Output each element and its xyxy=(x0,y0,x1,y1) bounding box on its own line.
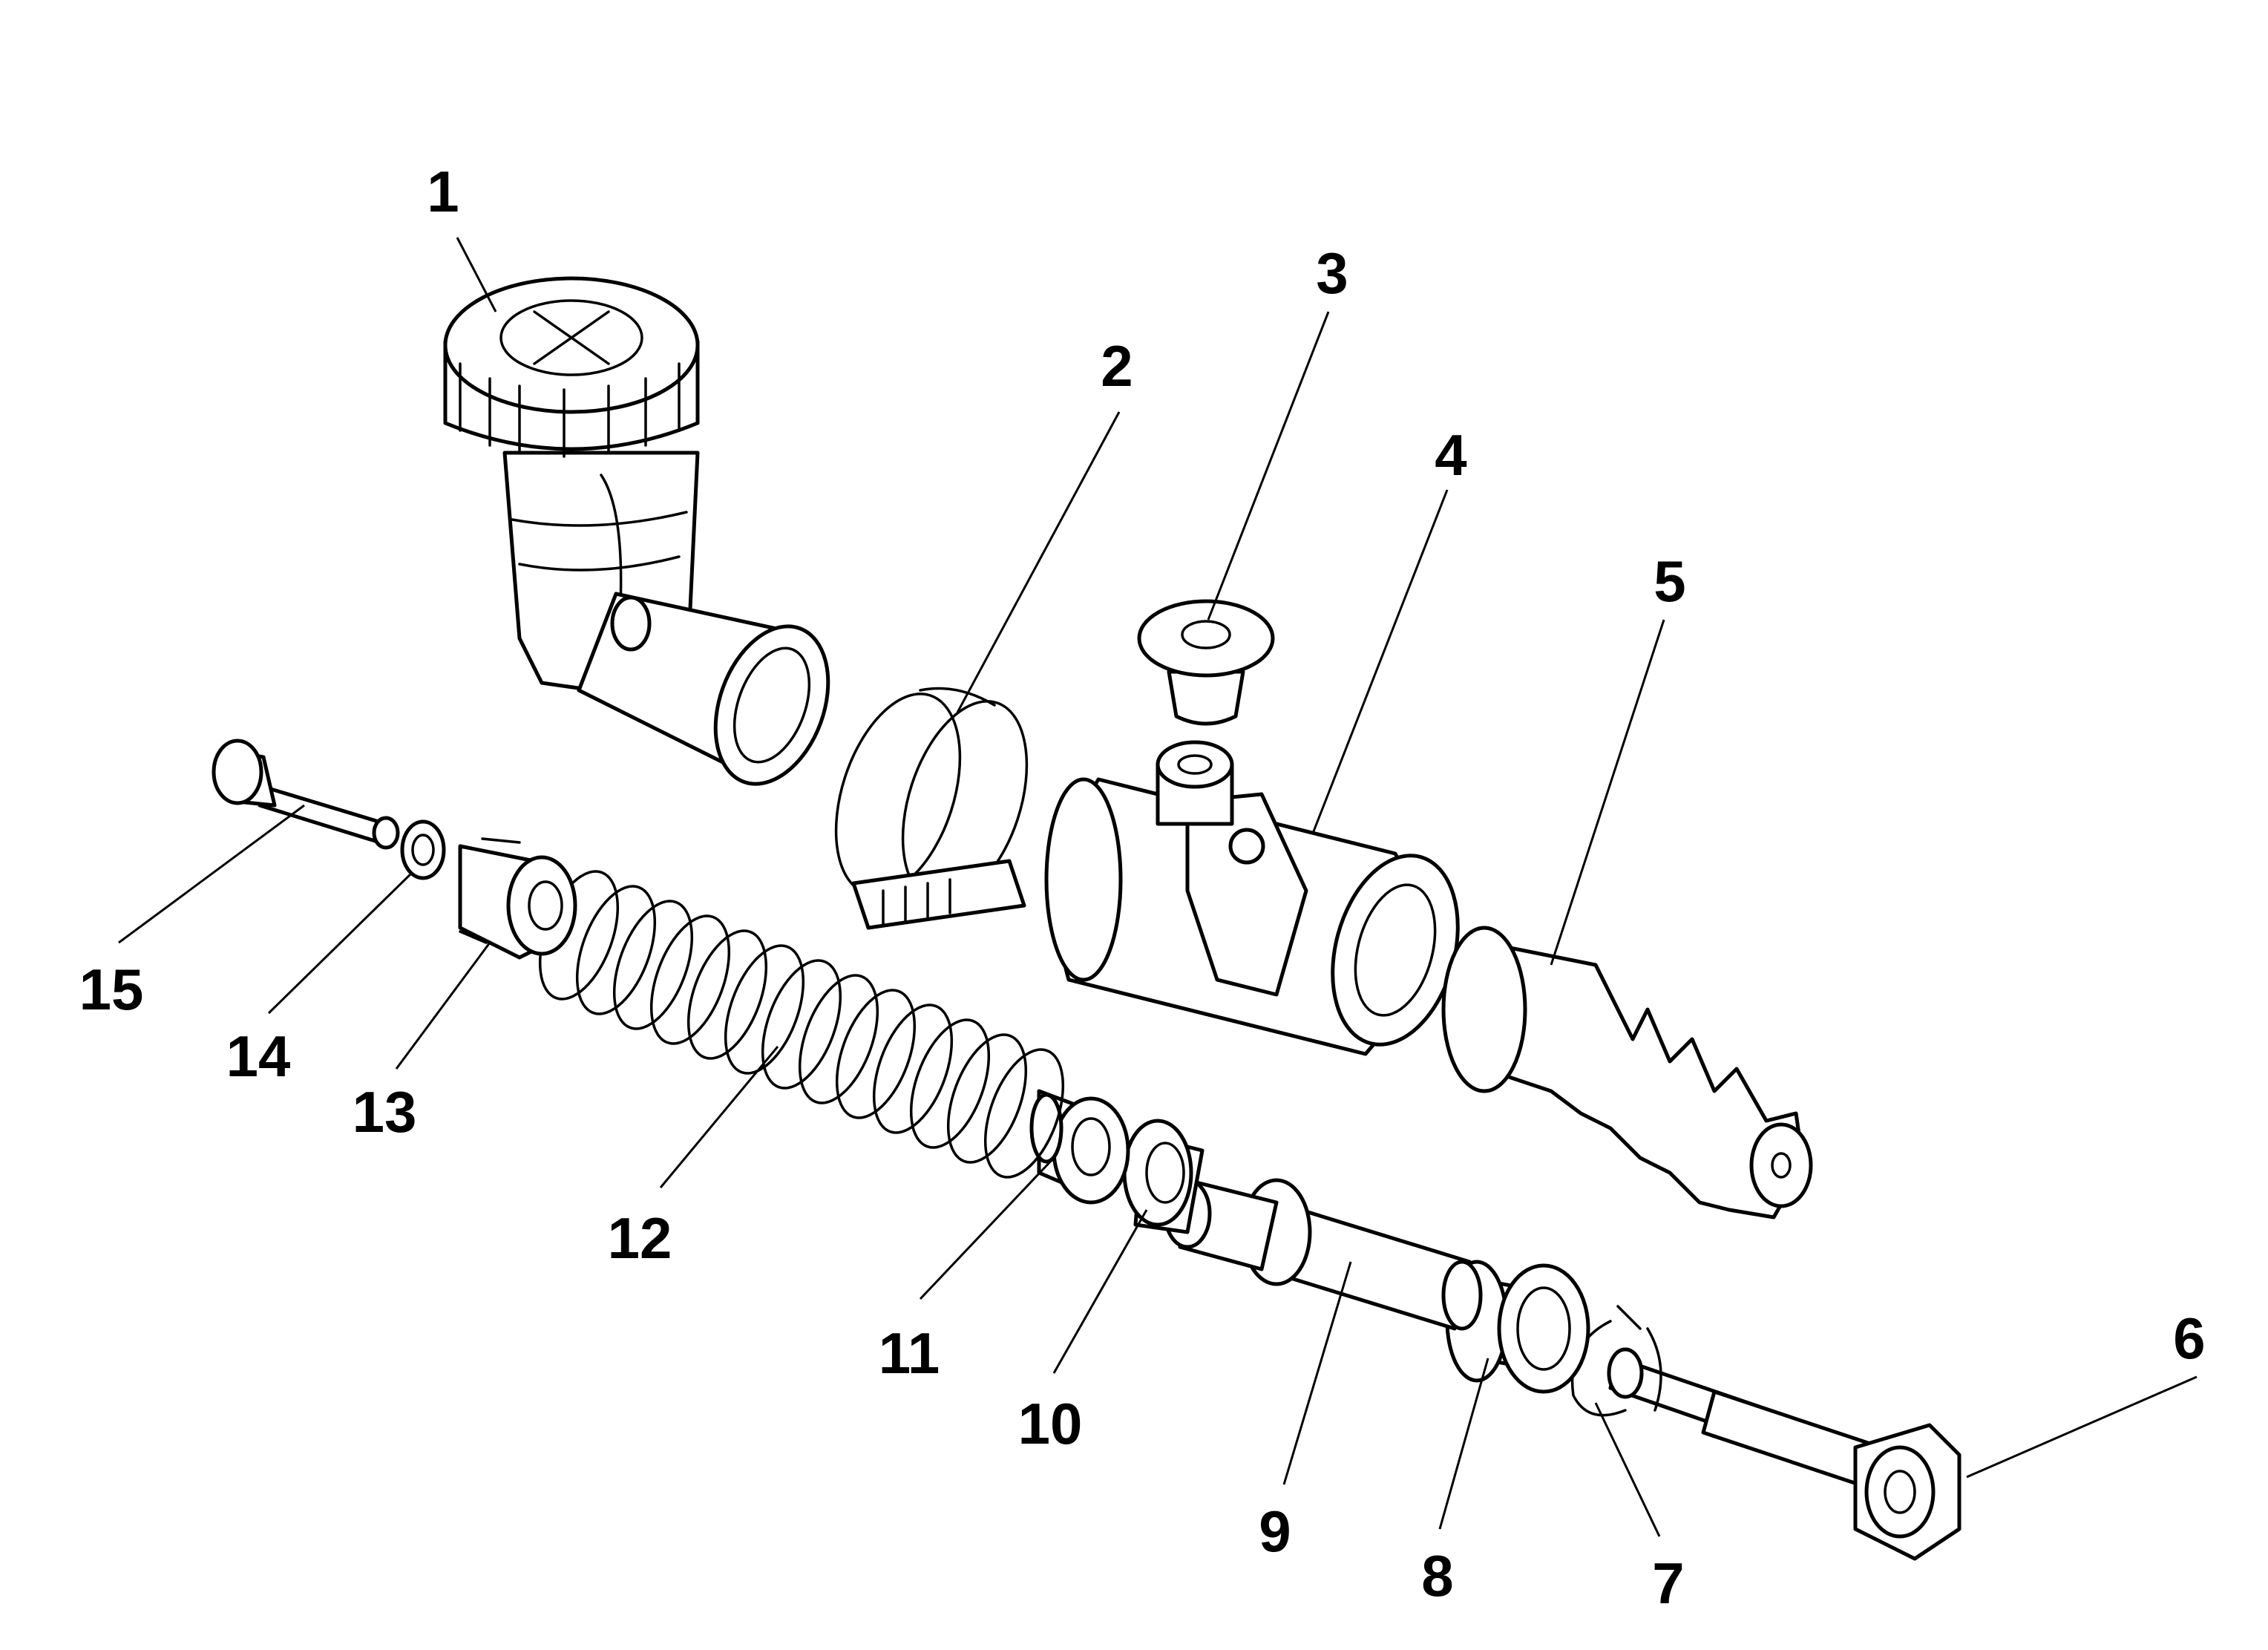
part-3-grommet xyxy=(1137,599,1275,726)
leader-11 xyxy=(919,1156,1055,1300)
part-1-reservoir xyxy=(443,276,830,786)
part-13-valve-body xyxy=(458,837,577,960)
part-8-seal xyxy=(1445,1260,1590,1394)
leader-13 xyxy=(395,942,491,1070)
part-4-cylinder-body xyxy=(1044,740,1460,1056)
part-2-hose-clip xyxy=(834,687,1029,930)
callout-14: 14 xyxy=(226,1024,291,1089)
part-7-circlip xyxy=(1570,1305,1662,1417)
part-15-valve-stem xyxy=(212,739,400,850)
callout-5: 5 xyxy=(1654,549,1685,614)
leader-2 xyxy=(956,411,1121,713)
leader-8 xyxy=(1438,1358,1489,1530)
leader-4 xyxy=(1312,489,1449,832)
callout-1: 1 xyxy=(427,159,459,224)
callout-7: 7 xyxy=(1652,1551,1684,1616)
callout-13: 13 xyxy=(353,1079,417,1145)
callout-2: 2 xyxy=(1101,333,1133,399)
leader-6 xyxy=(1966,1375,2197,1479)
callout-11: 11 xyxy=(879,1320,940,1386)
part-9-piston xyxy=(1163,1178,1483,1331)
callout-6: 6 xyxy=(2173,1306,2205,1371)
leader-1 xyxy=(456,237,497,312)
leader-3 xyxy=(1207,311,1330,621)
leader-5 xyxy=(1550,619,1665,966)
leader-7 xyxy=(1594,1402,1661,1537)
leader-15 xyxy=(118,804,305,944)
part-10-cup-seal xyxy=(1122,1119,1205,1234)
callout-4: 4 xyxy=(1435,422,1466,488)
part-14-washer xyxy=(400,819,446,880)
leader-12 xyxy=(659,1046,779,1188)
callout-3: 3 xyxy=(1316,240,1348,306)
callout-9: 9 xyxy=(1259,1499,1291,1564)
callout-15: 15 xyxy=(79,957,144,1022)
callout-10: 10 xyxy=(1018,1391,1083,1456)
leader-10 xyxy=(1052,1209,1148,1374)
part-6-push-rod xyxy=(1607,1347,1961,1561)
part-11-spring-seat xyxy=(1029,1089,1130,1205)
callout-labels: 1 2 3 4 5 6 7 8 9 10 11 12 13 14 15 xyxy=(79,159,2206,1616)
leader-9 xyxy=(1282,1261,1352,1485)
callout-8: 8 xyxy=(1421,1543,1453,1608)
leader-14 xyxy=(267,871,414,1015)
part-5-rubber-boot xyxy=(1441,926,1813,1220)
callout-12: 12 xyxy=(608,1205,672,1271)
leader-lines xyxy=(118,237,2197,1537)
